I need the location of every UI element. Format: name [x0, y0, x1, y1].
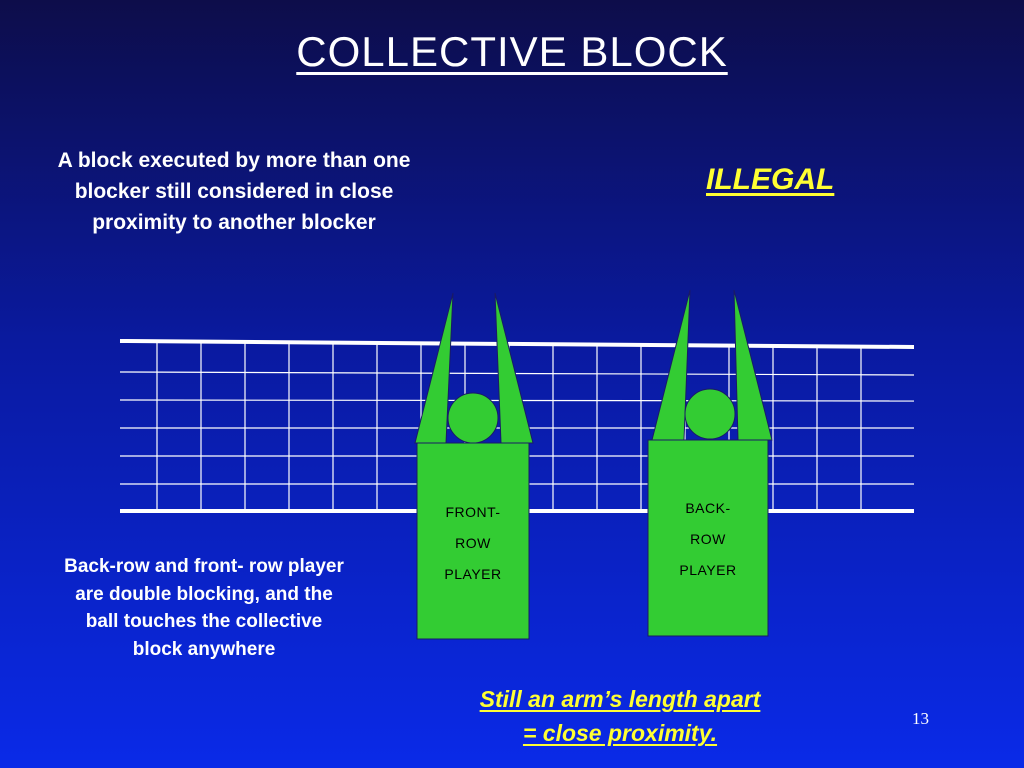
- back-row-label-line2: ROW: [690, 531, 726, 547]
- front-row-player-label: FRONT- ROW PLAYER: [413, 497, 533, 590]
- back-row-label-line1: BACK-: [685, 500, 731, 516]
- back-row-player-label: BACK- ROW PLAYER: [648, 493, 768, 586]
- back-row-right-arm: [733, 289, 773, 441]
- front-row-body: [416, 442, 530, 640]
- front-row-right-arm: [494, 292, 534, 444]
- back-row-player: [647, 289, 773, 637]
- front-row-head: [447, 392, 499, 444]
- front-row-player: [414, 292, 534, 640]
- block-description: A block executed by more than one blocke…: [57, 149, 411, 234]
- front-row-label-line1: FRONT-: [445, 504, 501, 520]
- front-row-label-line2: ROW: [455, 535, 491, 551]
- back-row-body: [647, 439, 769, 637]
- back-row-label-line3: PLAYER: [679, 562, 737, 578]
- front-row-label-line3: PLAYER: [444, 566, 502, 582]
- page-number: 13: [912, 709, 929, 728]
- back-row-left-arm: [651, 289, 691, 441]
- slide-title: COLLECTIVE BLOCK: [296, 28, 728, 75]
- proximity-note-line1: Still an arm’s length apart: [479, 686, 761, 712]
- proximity-note-line2: = close proximity.: [522, 720, 718, 746]
- net-top-band: [119, 339, 915, 349]
- illegal-verdict: ILLEGAL: [706, 163, 835, 196]
- proximity-note: Still an arm’s length apart = close prox…: [430, 682, 810, 750]
- double-block-explanation: Back-row and front- row player are doubl…: [64, 556, 344, 660]
- back-row-head: [684, 388, 736, 440]
